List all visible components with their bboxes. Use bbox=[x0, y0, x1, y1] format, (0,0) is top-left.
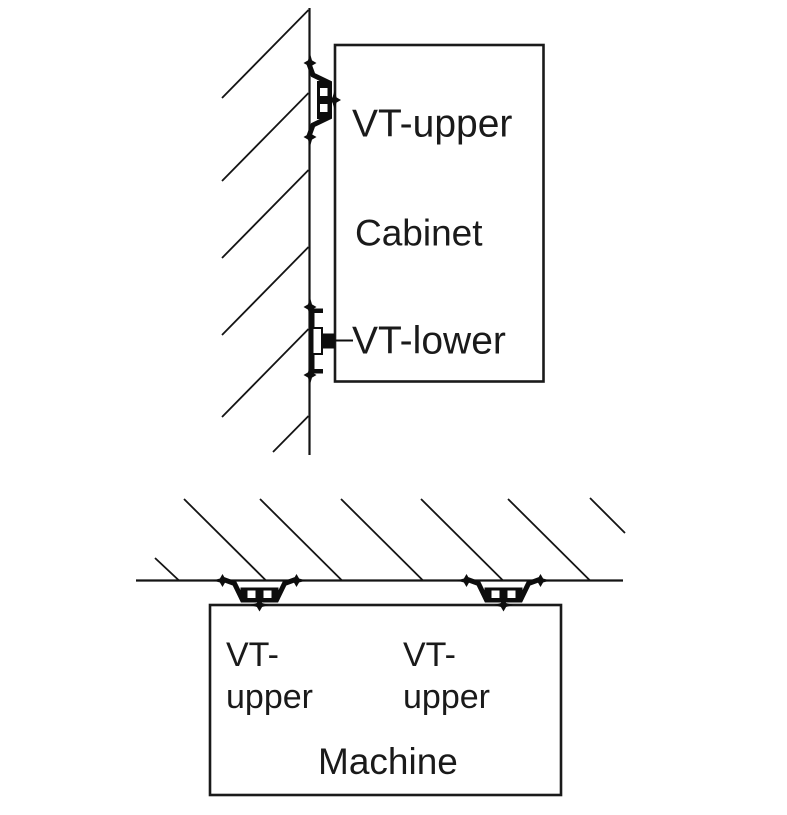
vt-lower-mount-icon bbox=[304, 298, 336, 385]
label-vt-left-line1: VT- bbox=[226, 636, 279, 674]
wall-hatching bbox=[221, 9, 310, 453]
ceiling-machine-diagram: VT- upper VT- upper Machine bbox=[136, 497, 626, 797]
ceiling-hatching bbox=[154, 497, 626, 582]
label-machine: Machine bbox=[318, 741, 458, 782]
wall-cabinet-diagram: VT-upper Cabinet VT-lower bbox=[221, 8, 545, 455]
label-vt-left-line2: upper bbox=[226, 678, 313, 716]
machine-box bbox=[208, 603, 563, 797]
cabinet-box bbox=[333, 43, 545, 383]
label-cabinet: Cabinet bbox=[355, 213, 483, 254]
label-vt-upper: VT-upper bbox=[352, 103, 512, 146]
label-vt-lower: VT-lower bbox=[352, 320, 506, 363]
label-vt-right-line2: upper bbox=[403, 678, 490, 716]
label-vt-right-line1: VT- bbox=[403, 636, 456, 674]
